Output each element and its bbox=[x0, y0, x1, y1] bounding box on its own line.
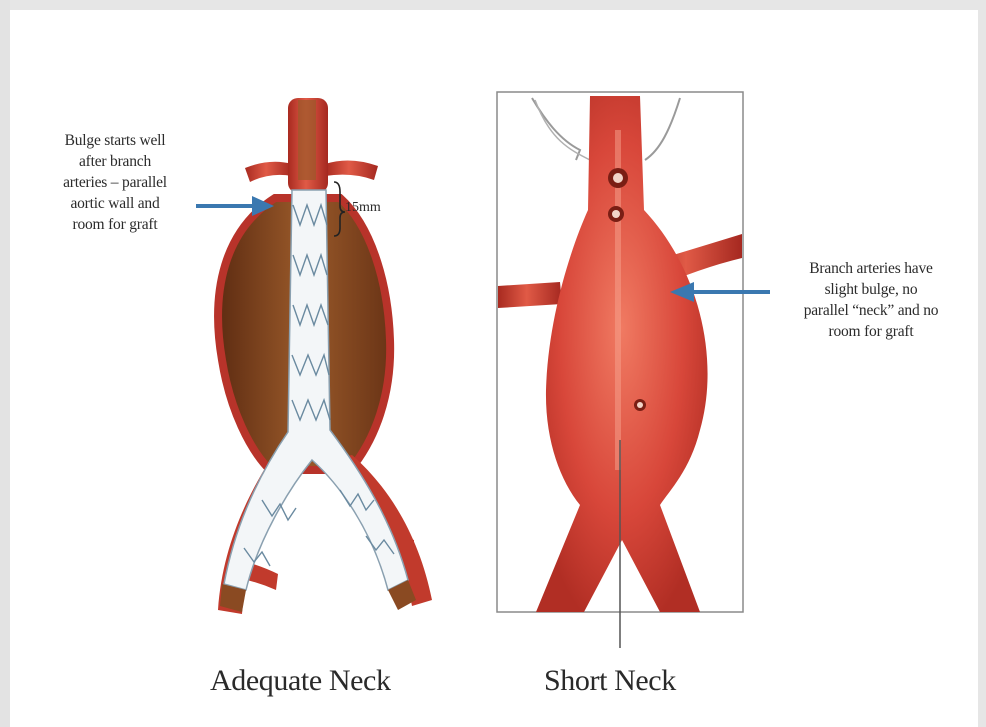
left-renal-branch bbox=[245, 162, 292, 182]
callout-line: Branch arteries have bbox=[772, 258, 970, 279]
neck-length-label: 15mm bbox=[345, 200, 381, 216]
adequate-neck-caption: Adequate Neck bbox=[210, 664, 391, 698]
short-neck-caption: Short Neck bbox=[544, 664, 676, 698]
callout-line: room for graft bbox=[40, 214, 190, 235]
right-renal-branch bbox=[325, 160, 378, 180]
callout-line: room for graft bbox=[772, 321, 970, 342]
callout-line: Bulge starts well bbox=[40, 130, 190, 151]
short-neck-illustration bbox=[497, 92, 770, 648]
right-panel-left-renal bbox=[498, 282, 562, 308]
short-neck-callout: Branch arteries have slight bulge, no pa… bbox=[772, 258, 970, 342]
callout-line: arteries – parallel bbox=[40, 172, 190, 193]
callout-line: aortic wall and bbox=[40, 193, 190, 214]
callout-line: slight bulge, no bbox=[772, 279, 970, 300]
callout-line: after branch bbox=[40, 151, 190, 172]
adequate-neck-illustration bbox=[196, 98, 432, 614]
adequate-neck-callout: Bulge starts well after branch arteries … bbox=[40, 130, 190, 235]
callout-line: parallel “neck” and no bbox=[772, 300, 970, 321]
